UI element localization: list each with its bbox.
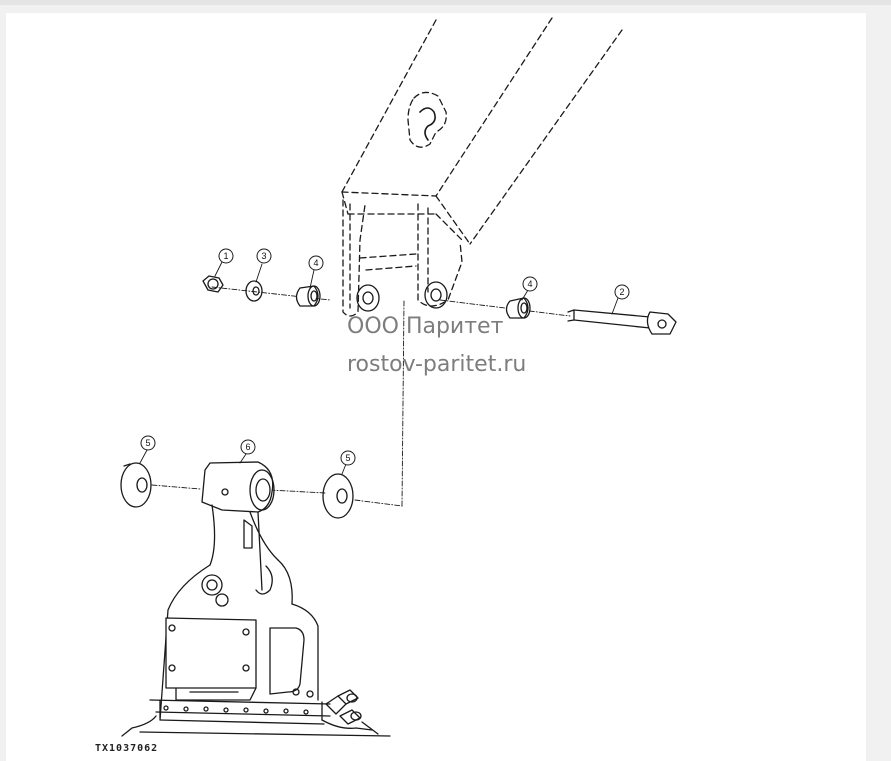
svg-text:6: 6 — [245, 442, 250, 452]
boom-pin-bores — [356, 281, 448, 312]
figure-id: TX1037062 — [95, 743, 159, 754]
watermark-company: ООО Паритет — [347, 314, 504, 339]
svg-text:1: 1 — [223, 251, 228, 261]
part-bushing-left — [295, 285, 321, 307]
part-bushing-right — [505, 297, 531, 319]
diagram-sheet — [6, 13, 866, 761]
part-spacer-right — [322, 473, 354, 519]
hydraulic-fittings — [325, 689, 379, 735]
svg-text:2: 2 — [619, 287, 624, 297]
pin-axis-lines — [151, 286, 571, 507]
part-swing-knuckle — [159, 461, 319, 721]
top-bar — [0, 0, 891, 5]
callout-4-right: 4 — [522, 276, 538, 292]
svg-text:4: 4 — [313, 258, 318, 268]
callout-5-right: 5 — [340, 450, 356, 466]
page-gutter — [870, 13, 891, 761]
part-washer — [245, 280, 263, 302]
svg-text:4: 4 — [527, 279, 532, 289]
callout-3: 3 — [256, 248, 272, 264]
svg-text:5: 5 — [345, 453, 350, 463]
swing-base-ring — [121, 688, 391, 737]
callout-1: 1 — [218, 248, 234, 264]
part-nut — [202, 275, 224, 293]
callout-leaders — [139, 261, 619, 475]
callout-5-left: 5 — [140, 435, 156, 451]
part-spacer-left — [120, 462, 152, 508]
callout-4-left: 4 — [308, 255, 324, 271]
boom-eye-hook — [419, 107, 436, 141]
part-pin — [567, 309, 677, 335]
boom-outline — [341, 17, 623, 317]
callout-6: 6 — [240, 439, 256, 455]
swing-frame-plate — [165, 617, 257, 701]
svg-text:5: 5 — [145, 438, 150, 448]
callout-2: 2 — [614, 284, 630, 300]
callout-balloons: 1 3 4 4 2 5 6 5 — [140, 248, 630, 466]
watermark-website: rostov-paritet.ru — [347, 352, 527, 377]
svg-text:3: 3 — [261, 251, 266, 261]
